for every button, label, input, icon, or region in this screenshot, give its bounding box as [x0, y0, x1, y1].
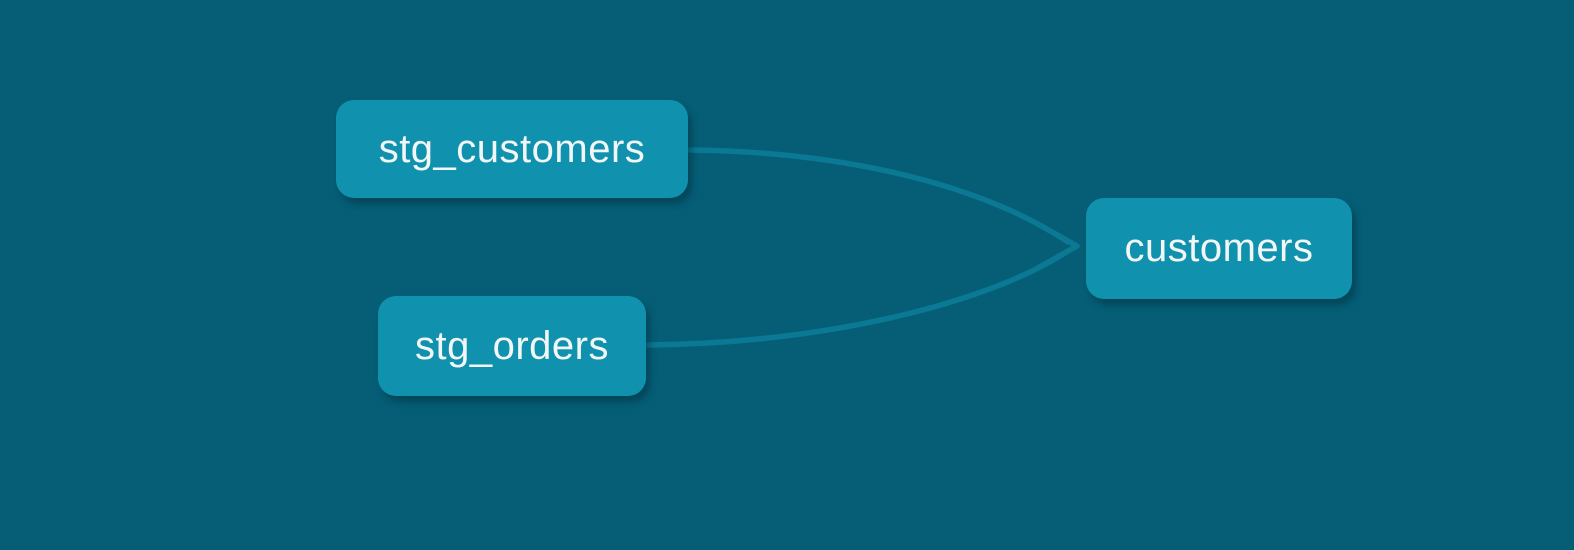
node-customers-label: customers [1124, 226, 1314, 270]
arrowhead-icon [1033, 220, 1080, 272]
node-stg-orders-label: stg_orders [415, 323, 609, 368]
node-stg-customers[interactable]: stg_customers [336, 100, 688, 198]
edge-stg_orders-to-customers [645, 248, 1071, 348]
edge-stg_customers-to-customers [687, 147, 1071, 245]
node-customers[interactable]: customers [1086, 198, 1352, 299]
node-stg-orders[interactable]: stg_orders [378, 296, 646, 396]
node-stg-customers-label: stg_customers [378, 126, 646, 171]
